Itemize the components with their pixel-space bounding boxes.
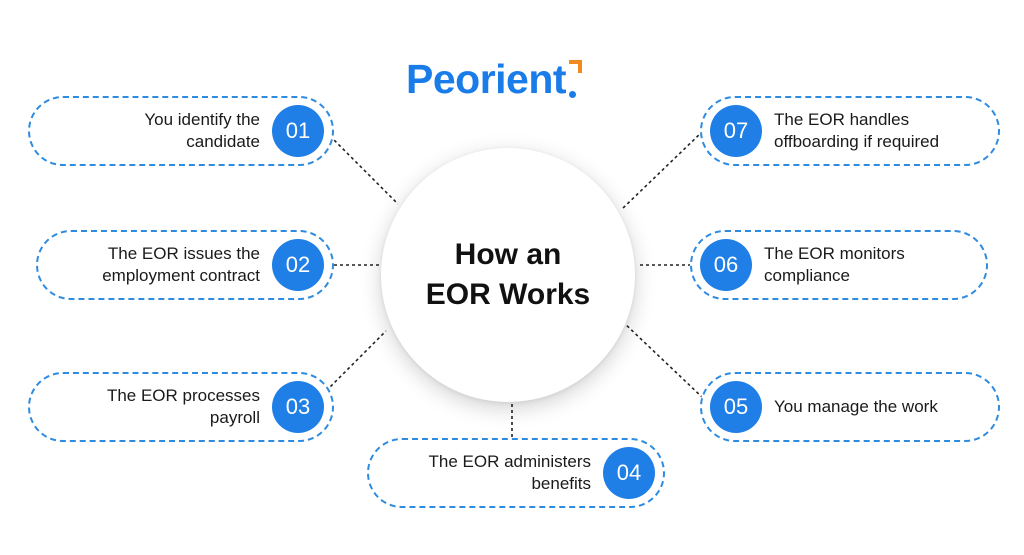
diagram-title: How an EOR Works	[425, 238, 591, 311]
connector-01	[329, 135, 399, 205]
step-01-card: You identify the candidate 01	[28, 96, 334, 166]
logo-wordmark: Peorient	[406, 56, 567, 102]
step-05-card: 05 You manage the work	[700, 372, 1000, 442]
step-04-card: The EOR administers benefits 04	[367, 438, 665, 508]
center-circle: How an EOR Works	[381, 148, 635, 402]
logo-corner-mark-icon	[568, 60, 583, 100]
step-06-card: 06 The EOR monitors compliance	[690, 230, 988, 300]
step-02-card: The EOR issues the employment contract 0…	[36, 230, 334, 300]
step-06-label: The EOR monitors compliance	[764, 244, 905, 285]
step-04-label: The EOR administers benefits	[428, 452, 592, 493]
step-03-card: The EOR processes payroll 03	[28, 372, 334, 442]
connector-07	[621, 130, 704, 210]
peorient-logo: Peorient	[406, 50, 583, 102]
step-01-label: You identify the candidate	[144, 110, 260, 151]
step-01-badge: 01	[272, 105, 324, 157]
step-02-badge: 02	[272, 239, 324, 291]
step-07-label: The EOR handles offboarding if required	[774, 110, 940, 151]
connector-03	[321, 330, 387, 396]
step-07-badge: 07	[710, 105, 762, 157]
step-03-badge: 03	[272, 381, 324, 433]
step-02-label: The EOR issues the employment contract	[102, 244, 260, 285]
step-05-label: You manage the work	[774, 397, 938, 416]
step-04-badge: 04	[603, 447, 655, 499]
connector-05	[621, 320, 704, 399]
step-07-card: 07 The EOR handles offboarding if requir…	[700, 96, 1000, 166]
step-05-badge: 05	[710, 381, 762, 433]
step-06-badge: 06	[700, 239, 752, 291]
step-03-label: The EOR processes payroll	[106, 386, 260, 427]
